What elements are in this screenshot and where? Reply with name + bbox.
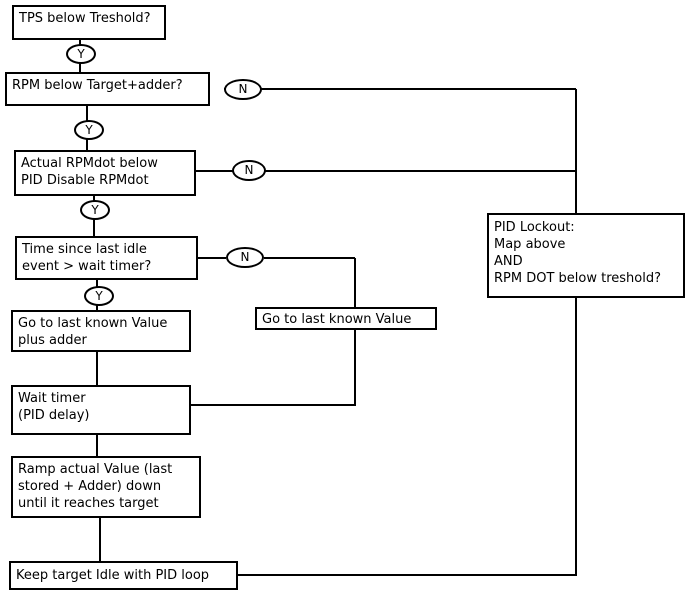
wait-timer-box: Wait timer (PID delay): [11, 385, 191, 435]
box-text: stored + Adder) down: [18, 479, 162, 494]
rpmdot-decision-box: Actual RPMdot below PID Disable RPMdot: [14, 150, 196, 196]
no-badge: N: [224, 79, 262, 100]
box-text: Time since last idle: [22, 242, 147, 257]
box-text: PID Lockout:: [494, 220, 575, 235]
yes-badge: Y: [74, 120, 104, 140]
box-text: event > wait timer?: [22, 259, 152, 274]
box-text: RPM DOT below treshold?: [494, 271, 662, 286]
yes-badge: Y: [80, 200, 110, 220]
tps-decision-box: TPS below Treshold?: [12, 5, 166, 40]
keep-idle-box: Keep target Idle with PID loop: [9, 561, 238, 590]
goto-box: Go to last known Value: [255, 307, 437, 330]
yes-badge: Y: [84, 286, 114, 306]
time-decision-box: Time since last idle event > wait timer?: [15, 236, 198, 280]
no-badge: N: [232, 160, 266, 181]
box-text: RPM below Target+adder?: [12, 78, 183, 93]
box-text: Go to last known Value: [18, 316, 168, 331]
yes-badge: Y: [66, 44, 96, 64]
box-text: until it reaches target: [18, 496, 159, 511]
box-text: AND: [494, 254, 523, 269]
no-badge: N: [226, 247, 264, 268]
box-text: TPS below Treshold?: [19, 11, 151, 26]
goto-adder-box: Go to last known Value plus adder: [11, 310, 191, 352]
box-text: (PID delay): [18, 408, 90, 423]
box-text: PID Disable RPMdot: [21, 173, 149, 188]
rpm-decision-box: RPM below Target+adder?: [5, 72, 210, 106]
box-text: Keep target Idle with PID loop: [16, 568, 210, 583]
box-text: Map above: [494, 237, 566, 252]
pid-lockout-box: PID Lockout: Map above AND RPM DOT below…: [487, 213, 685, 298]
box-text: Actual RPMdot below: [21, 156, 158, 171]
box-text: Wait timer: [18, 391, 86, 406]
box-text: Ramp actual Value (last: [18, 462, 173, 477]
box-text: Go to last known Value: [262, 312, 412, 327]
ramp-box: Ramp actual Value (last stored + Adder) …: [11, 456, 201, 518]
box-text: plus adder: [18, 333, 87, 348]
